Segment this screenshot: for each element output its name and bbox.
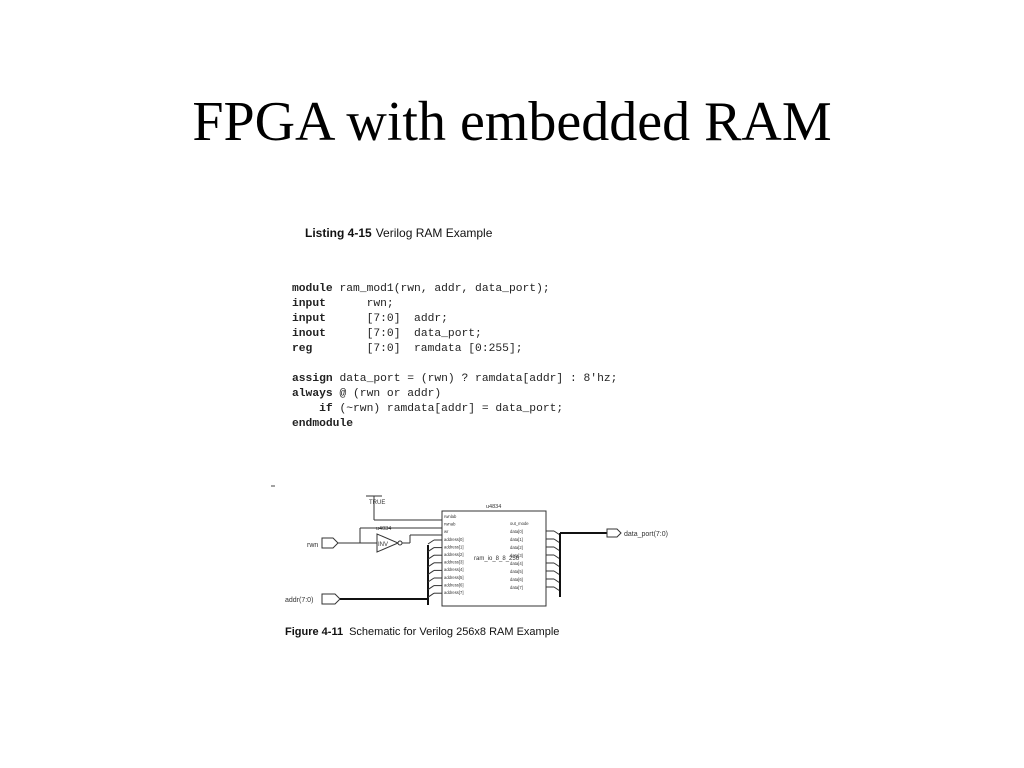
ram-pin-label: data[4]	[510, 561, 523, 566]
inverter-bubble	[397, 540, 403, 546]
code-line: input [7:0] addr;	[292, 312, 617, 327]
code-text: [7:0] data_port;	[325, 328, 482, 340]
data-port	[606, 528, 622, 538]
ram-pin-label: data[7]	[510, 585, 523, 590]
ram-right-pins: out_mode data[0] data[1] data[2] data[3] data…	[510, 521, 561, 592]
code-line: if (~rwn) ramdata[addr] = data_port;	[292, 402, 617, 417]
code-keyword: inout	[292, 328, 326, 340]
code-text: [7:0] addr;	[325, 313, 448, 325]
bus-tap	[427, 592, 435, 598]
ram-pin-label: address[0]	[444, 537, 464, 542]
code-keyword: endmodule	[292, 418, 354, 430]
code-keyword: assign	[292, 373, 333, 385]
code-keyword: module	[292, 283, 333, 295]
code-text: @ (rwn or addr)	[332, 388, 442, 400]
ram-pin-label: data[3]	[510, 553, 523, 558]
bus-tap	[427, 539, 435, 545]
ram-pin-label: address[5]	[444, 575, 464, 580]
ram-pin-label: data[2]	[510, 545, 523, 550]
figure-caption: Figure 4-11 Schematic for Verilog 256x8 R…	[285, 626, 559, 638]
bus-tap	[427, 554, 435, 560]
addr-bus-taps	[427, 539, 442, 598]
addr-port	[321, 593, 341, 605]
bus-tap	[427, 562, 435, 568]
code-text: ram_mod1(rwn, addr, data_port);	[332, 283, 550, 295]
ram-pin-label: rwnlab	[444, 514, 457, 519]
addr-port-label: addr(7:0)	[285, 597, 313, 604]
code-line: input rwn;	[292, 297, 617, 312]
code-text: (~rwn) ramdata[addr] = data_port;	[332, 403, 564, 415]
ram-pin-label: address[3]	[444, 560, 464, 565]
ram-pin-label: address[2]	[444, 552, 464, 557]
code-line: always @ (rwn or addr)	[292, 387, 617, 402]
data-port-label: data_port(7:0)	[624, 531, 668, 538]
true-label: TRUE	[369, 500, 385, 506]
listing-label: Listing 4-15	[305, 226, 372, 240]
ram-pin-label: data[1]	[510, 537, 523, 542]
code-text: [7:0] ramdata [0:255];	[312, 343, 523, 355]
ram-pin-label: address[1]	[444, 544, 464, 549]
code-line: endmodule	[292, 417, 617, 432]
ram-pin-label: address[4]	[444, 567, 464, 572]
figure-caption-text: Schematic for Verilog 256x8 RAM Example	[349, 626, 560, 638]
listing-caption-text: Verilog RAM Example	[375, 226, 493, 240]
code-text: rwn;	[325, 298, 394, 310]
code-line: assign data_port = (rwn) ? ramdata[addr]…	[292, 372, 617, 387]
slide-title: FPGA with embedded RAM	[192, 91, 832, 153]
ram-pin-label: address[6]	[444, 582, 464, 587]
ram-left-pins: rwnlab rwnab wr address[0] address[1] address…	[444, 514, 464, 595]
code-keyword: reg	[292, 343, 313, 355]
code-line: inout [7:0] data_port;	[292, 327, 617, 342]
ram-pin-label: wr	[444, 529, 449, 534]
ram-pin-label: address[7]	[444, 590, 464, 595]
ram-block	[441, 510, 547, 607]
ram-pin-label: data[0]	[510, 529, 523, 534]
rwn-port-label: rwn	[307, 542, 318, 549]
verilog-code-listing: module ram_mod1(rwn, addr, data_port);in…	[292, 282, 617, 432]
bus-tap	[427, 577, 435, 583]
code-line: reg [7:0] ramdata [0:255];	[292, 342, 617, 357]
ram-pin-label: rwnab	[444, 522, 456, 527]
inverter-symbol	[376, 533, 400, 553]
code-keyword: input	[292, 298, 326, 310]
code-keyword: always	[292, 388, 333, 400]
bus-tap	[427, 547, 435, 553]
rwn-port	[321, 537, 339, 549]
code-keyword: if	[292, 403, 333, 415]
code-keyword: input	[292, 313, 326, 325]
ram-instance-id: u4834	[486, 504, 501, 510]
bus-tap	[427, 569, 435, 575]
ram-pin-label: data[5]	[510, 569, 523, 574]
ram-pin-label: out_mode	[510, 521, 529, 526]
bus-tap	[427, 585, 435, 591]
ram-name: ram_io_8_8_256	[474, 556, 520, 562]
inverter-label: INV	[378, 542, 388, 548]
inverter-id: u4034	[376, 526, 391, 532]
ram-pin-label: data[6]	[510, 577, 523, 582]
code-line: module ram_mod1(rwn, addr, data_port);	[292, 282, 617, 297]
code-text: data_port = (rwn) ? ramdata[addr] : 8'hz…	[332, 373, 618, 385]
figure-label: Figure 4-11	[285, 626, 344, 638]
